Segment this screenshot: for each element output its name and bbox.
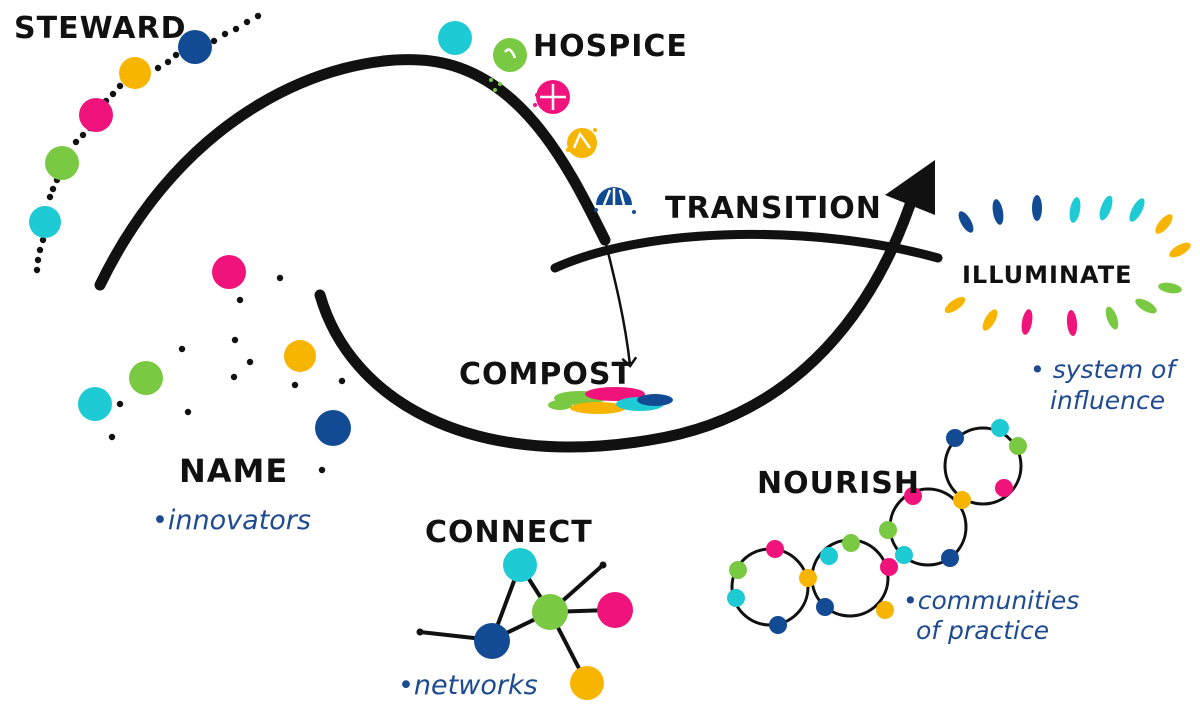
compost-pile [548,387,673,414]
compost-label: COMPOST [459,357,633,392]
transition-line [550,229,943,273]
hospice-icons [438,21,636,214]
connect-network [416,548,633,700]
new-system-curve [314,184,921,453]
old-system-curve [94,54,611,291]
hospice-label: HOSPICE [533,29,688,64]
illuminate-rays [944,195,1191,336]
communities-sublabel-line2: of practice [916,616,1049,645]
steward-label: STEWARD [14,11,187,46]
name-label: NAME [179,452,288,490]
transition-label: TRANSITION [665,191,882,226]
networks-sublabel: •networks [398,670,538,701]
steward-bead-chain [29,12,262,274]
old-system-arrow [603,239,638,368]
illuminate-label: ILLUMINATE [962,261,1133,289]
nourish-rings [727,419,1027,634]
communities-sublabel-line1: •communities [903,586,1079,615]
nourish-label: NOURISH [757,466,920,501]
new-system-arrowhead [885,160,935,215]
innovators-sublabel: •innovators [152,505,311,536]
influence-sublabel-line1: • system of [1030,355,1178,384]
connect-label: CONNECT [425,515,593,550]
influence-sublabel-line2: influence [1050,386,1165,415]
name-scattered-dots [78,255,351,474]
